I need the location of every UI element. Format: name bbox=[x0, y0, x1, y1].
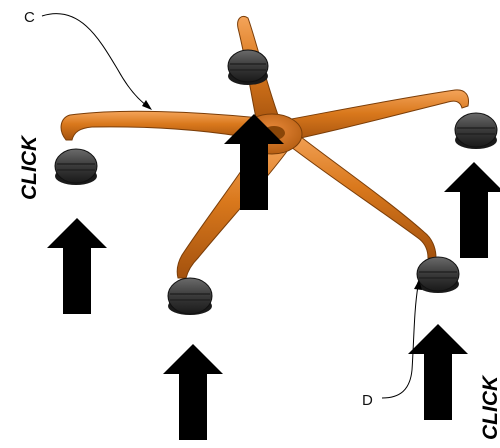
part-label-d: D bbox=[362, 392, 373, 409]
base-leg-front-right bbox=[281, 129, 437, 259]
caster-wheel-icon bbox=[167, 277, 213, 315]
leader-line-d bbox=[381, 285, 419, 399]
caster-wheel-icon bbox=[416, 256, 460, 293]
click-instruction-right: CLICK bbox=[479, 374, 500, 440]
up-arrow-icon bbox=[47, 218, 107, 314]
up-arrow-icon bbox=[408, 324, 468, 420]
caster-wheel-icon bbox=[227, 49, 269, 85]
base-leg-right bbox=[274, 89, 469, 143]
base-leg-front-left bbox=[176, 139, 289, 279]
leader-arrowhead-d bbox=[414, 280, 422, 290]
base-leg-left bbox=[60, 110, 263, 141]
up-arrow-icon bbox=[163, 344, 223, 440]
leader-line-c bbox=[41, 13, 151, 109]
click-instruction-left: CLICK bbox=[18, 134, 41, 200]
caster-wheel-icon bbox=[54, 148, 98, 185]
caster-wheel-icon bbox=[454, 112, 498, 149]
up-arrow-icon bbox=[444, 162, 500, 258]
part-label-c: C bbox=[24, 9, 35, 26]
leader-arrowhead-c bbox=[142, 100, 152, 110]
